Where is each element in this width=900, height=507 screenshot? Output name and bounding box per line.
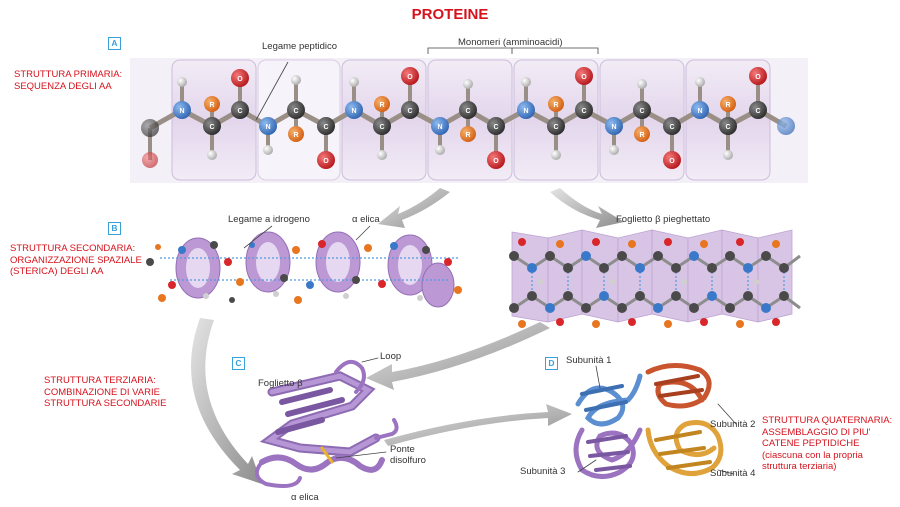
quaternary-structure-ribbon <box>573 363 737 479</box>
beta-sheet-model <box>509 229 801 328</box>
atom-n-label: N <box>437 124 442 131</box>
atom-o-label: O <box>493 158 499 165</box>
atom-c-label: C <box>323 124 328 131</box>
atom-r-label: R <box>639 132 644 139</box>
panel-letter-c: C <box>232 357 245 370</box>
atom-r-label: R <box>725 102 730 109</box>
atom-c-label: C <box>465 108 470 115</box>
atom-c-label: C <box>209 124 214 131</box>
atom-r-label: R <box>293 132 298 139</box>
atom-n-label: N <box>697 108 702 115</box>
atom-c-label: C <box>493 124 498 131</box>
arrow-to-beta-sheet <box>550 188 624 228</box>
label-loop: Loop <box>380 351 402 362</box>
label-subunit-1: Subunità 1 <box>566 355 612 366</box>
panel-letter-a: A <box>108 37 121 50</box>
atom-c-label: C <box>669 124 674 131</box>
label-beta-sheet: Foglietto β pieghettato <box>616 214 711 225</box>
atom-n-label: N <box>351 108 356 115</box>
note-quaternary-structure: STRUTTURA QUATERNARIA: ASSEMBLAGGIO DI P… <box>762 415 893 472</box>
primary-structure-chain: N C R C O N C R C O N C R C O N C R <box>130 47 808 183</box>
label-monomers: Monomeri (amminoacidi) <box>458 37 563 48</box>
alpha-helix-model <box>146 225 462 308</box>
atom-o-label: O <box>581 74 587 81</box>
page-title: PROTEINE <box>411 6 489 23</box>
arrow-to-quaternary <box>384 404 572 446</box>
label-subunit-2: Subunità 2 <box>710 419 756 430</box>
label-beta-sheet-short: Foglietto β <box>258 378 303 389</box>
panel-letter-d: D <box>545 357 558 370</box>
atom-r-label: R <box>553 102 558 109</box>
atom-c-label: C <box>379 124 384 131</box>
atom-r-label: R <box>209 102 214 109</box>
label-disulfide-bridge: Ponte disolfuro <box>390 444 426 466</box>
atom-c-label: C <box>581 108 586 115</box>
atom-n-label: N <box>611 124 616 131</box>
atom-r-label: R <box>379 102 384 109</box>
note-secondary-structure: STRUTTURA SECONDARIA: ORGANIZZAZIONE SPA… <box>10 243 142 277</box>
atom-c-label: C <box>293 108 298 115</box>
note-primary-structure: STRUTTURA PRIMARIA: SEQUENZA DEGLI AA <box>14 69 123 92</box>
note-tertiary-structure: STRUTTURA TERZIARIA: COMBINAZIONE DI VAR… <box>44 375 167 409</box>
label-subunit-4: Subunità 4 <box>710 468 756 479</box>
atom-o-label: O <box>323 158 329 165</box>
atom-o-label: O <box>237 76 243 83</box>
atom-c-label: C <box>725 124 730 131</box>
atom-n-label: N <box>265 124 270 131</box>
arrow-to-tertiary <box>191 318 262 484</box>
label-alpha-helix-tertiary: α elica <box>291 492 319 503</box>
label-peptide-bond: Legame peptidico <box>262 41 337 52</box>
panel-letter-b: B <box>108 222 121 235</box>
atom-o-label: O <box>669 158 675 165</box>
atom-o-label: O <box>755 74 761 81</box>
label-hydrogen-bond: Legame a idrogeno <box>228 214 310 225</box>
atom-c-label: C <box>755 108 760 115</box>
atom-c-label: C <box>237 108 242 115</box>
label-alpha-helix: α elica <box>352 214 380 225</box>
atom-c-label: C <box>407 108 412 115</box>
tertiary-structure-ribbon <box>254 357 399 488</box>
atom-c-label: C <box>639 108 644 115</box>
atom-c-label: C <box>553 124 558 131</box>
atom-o-label: O <box>407 74 413 81</box>
atom-r-label: R <box>465 132 470 139</box>
arrow-beta-to-tertiary <box>366 322 550 390</box>
atom-n-label: N <box>523 108 528 115</box>
atom-n-label: N <box>179 108 184 115</box>
label-subunit-3: Subunità 3 <box>520 466 566 477</box>
arrow-to-alpha-helix <box>378 188 450 228</box>
